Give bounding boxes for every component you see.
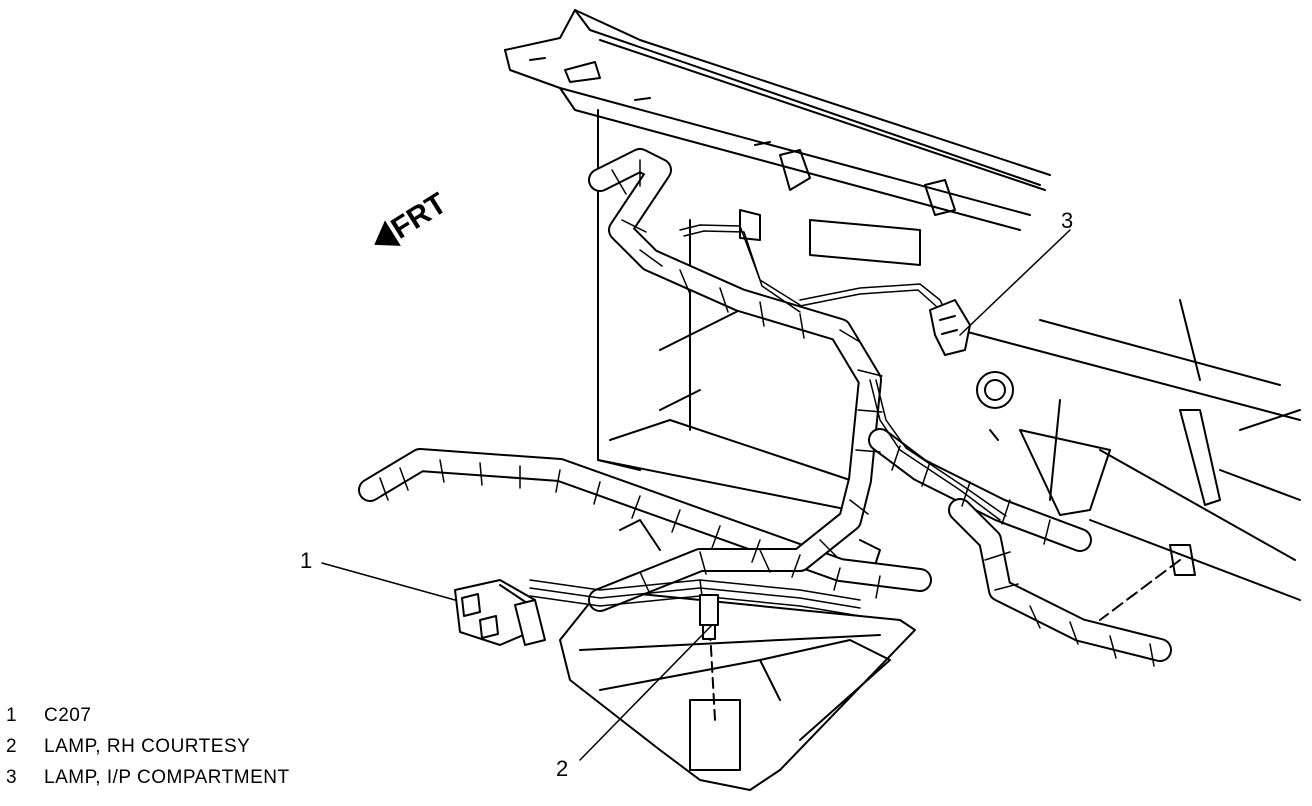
legend-text: LAMP, RH COURTESY [44,735,251,757]
legend-item: 2 LAMP, RH COURTESY [6,731,426,762]
lower-bracket [559,519,916,791]
callout-leader-lines [321,229,1071,761]
right-side-structure [959,299,1301,621]
thin-wires [529,224,1007,641]
callout-1: 1 [300,548,313,573]
callout-3: 3 [1061,208,1074,233]
legend-item: 3 LAMP, I/P COMPARTMENT [6,762,426,793]
connector-c207 [454,579,546,646]
callout-2: 2 [556,756,569,781]
connector-ip-lamp [929,299,1014,441]
glove-box-outline [597,109,921,511]
legend-number: 1 [6,704,18,726]
legend: 1 C207 2 LAMP, RH COURTESY 3 LAMP, I/P C… [6,700,426,793]
legend-number: 3 [6,766,18,788]
rh-courtesy-lamp [699,594,719,640]
legend-text: C207 [44,704,92,726]
wiring-harness [358,148,1172,662]
dash-top-panel [504,9,1051,231]
legend-item: 1 C207 [6,700,426,731]
legend-text: LAMP, I/P COMPARTMENT [44,766,290,788]
legend-number: 2 [6,735,18,757]
